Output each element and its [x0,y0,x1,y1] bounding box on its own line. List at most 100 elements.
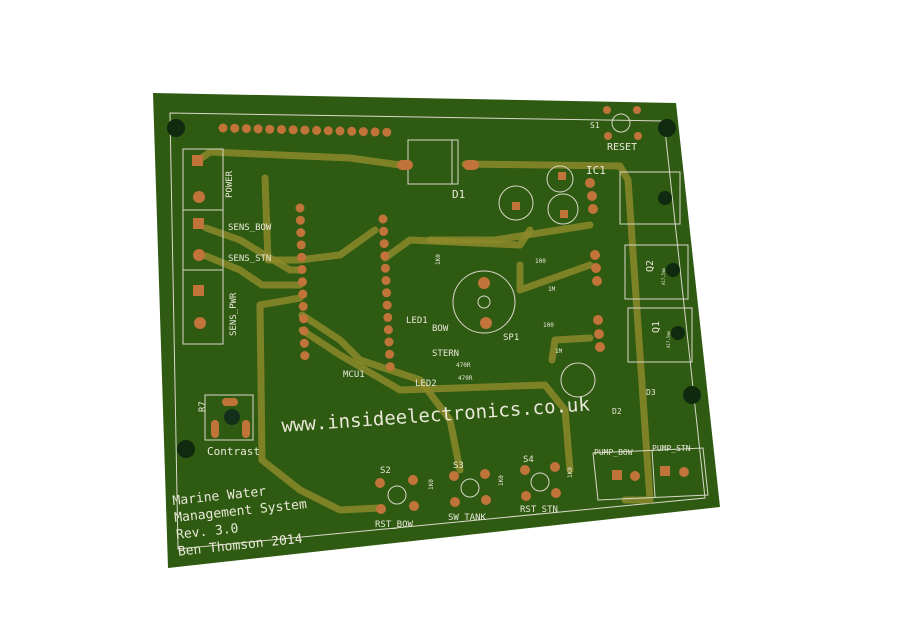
title-line-3: Rev. 3.0 [175,521,239,542]
pad [585,178,595,188]
pad [265,124,275,134]
pad [296,240,306,250]
pad [296,228,306,238]
pad [595,342,605,352]
terminal-block-pumps [592,447,709,501]
label-r-1k-d: 1K0 [567,467,574,478]
pad [381,276,391,285]
mounting-holes [167,119,701,458]
pad [298,301,308,311]
capacitors [498,165,596,398]
pad [298,289,308,299]
label-d1: D1 [452,188,465,201]
pad [230,123,240,133]
label-sw-tank: SW_TANK [448,513,487,523]
label-d2: D2 [612,407,622,416]
label-sp1: SP1 [503,333,519,343]
label-s2: S2 [380,466,391,476]
label-r-100a: 100 [535,258,546,265]
label-s4: S4 [523,455,534,465]
label-r-1k-c: 1K0 [498,475,505,486]
pad [295,203,305,213]
pad [299,314,309,324]
label-sens-pwr: SENS_PWR [229,292,239,336]
pad [297,252,307,262]
label-r-1mb: 1M [555,348,563,355]
label-s1: S1 [590,121,600,130]
pad [335,126,345,136]
pad [323,126,333,136]
label-contrast: Contrast [207,445,260,458]
label-d3: D3 [646,388,656,397]
label-r-100b: 100 [543,322,554,329]
label-r-1k-a: 1K0 [435,254,442,265]
label-r-470a: 470R [456,362,471,369]
label-r-1k-b: 1K0 [428,479,435,490]
label-sens-stn: SENS_STN [228,254,271,264]
board-inner-outline [169,112,706,550]
pad [312,125,322,135]
switches [375,106,642,514]
pad [382,300,392,310]
label-rst-stn: RST_STN [520,505,558,515]
label-r-470b: 470R [458,375,473,382]
pad [383,325,393,335]
pad [382,288,392,298]
pad [295,215,305,225]
pad [384,337,394,347]
label-bow: BOW [432,324,449,334]
pad [594,329,604,339]
pad [592,276,602,286]
label-stern: STERN [432,349,459,359]
pad [587,191,597,201]
pad [379,226,389,236]
label-power: POWER [225,170,235,198]
pad [299,326,309,336]
speaker-sp1 [452,270,516,334]
regulators [585,171,693,363]
label-pump-stn: PUMP_STN [652,444,691,453]
label-led2: LED2 [415,379,437,389]
label-reset: RESET [607,142,637,153]
label-mcu1: MCU1 [343,370,365,380]
mcu-pads [295,203,395,372]
pad [288,125,298,135]
pad [297,277,307,287]
pad [591,263,601,273]
pad [383,312,393,322]
pad [380,251,390,261]
pad [358,127,368,137]
label-pump-bow: PUMP_BOW [594,448,633,457]
pad [378,214,388,224]
pad [593,315,603,325]
terminal-block-left [182,148,224,345]
label-q2: Q2 [645,260,656,272]
pad [297,265,307,274]
pad [218,123,228,133]
pad [253,124,263,134]
pad [382,127,392,137]
label-sens-bow: SENS_BOW [228,223,272,233]
label-ic1: IC1 [586,164,606,177]
pad [385,349,395,359]
pad [370,127,380,137]
pad [379,239,389,249]
pad [300,351,310,361]
pad [590,250,600,260]
potentiometer-r7 [204,394,254,441]
label-led1: LED1 [406,316,428,326]
label-r-1ma: 1M [548,286,556,293]
label-s3: S3 [453,461,464,471]
pad [241,124,251,134]
pad [347,126,357,136]
pad [300,125,310,135]
header-pads [218,123,392,137]
pad [277,125,286,134]
pad [588,204,598,214]
pad [385,362,395,372]
diode-d1 [397,139,479,185]
pad [380,263,390,273]
pad [299,338,309,348]
